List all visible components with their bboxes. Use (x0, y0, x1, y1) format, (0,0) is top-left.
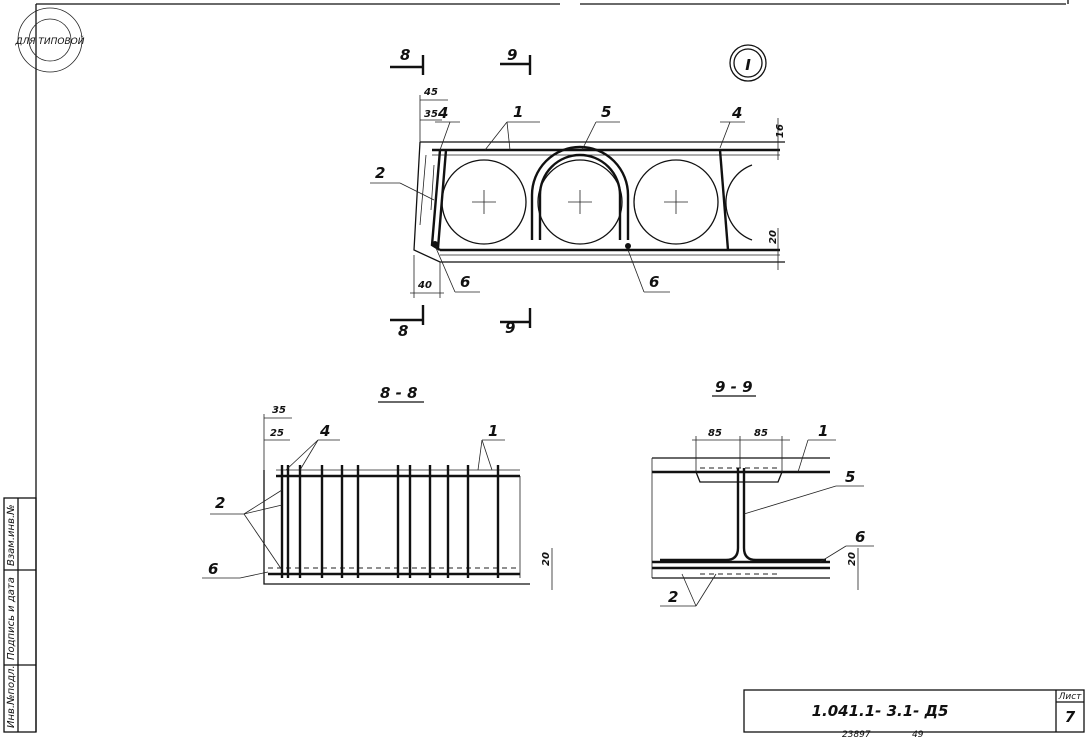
leader-6-sec9-text: 6 (855, 528, 865, 546)
view-marker-text: I (745, 56, 751, 74)
side-strip: Взам.инв.№ Подпись и дата Инв.№подл. (3, 497, 37, 733)
leader-2-plan: 2 (370, 164, 435, 201)
approval-stamp: ДЛЯ ТИПОВОЙ (15, 7, 85, 73)
side-inv-sub: Инв.№подл. (6, 665, 17, 728)
leader-4-left-text: 4 (437, 104, 448, 122)
leader-1-text: 1 (513, 103, 523, 121)
sec9-loop-5 (660, 468, 826, 562)
dim-40-text: 40 (417, 280, 432, 291)
section-9-9: 9 - 9 85 85 20 1 (651, 378, 874, 607)
leader-6-sec8-text: 6 (208, 560, 218, 578)
marker-8-bottom-label: 8 (398, 322, 408, 340)
dim-20-sec8-text: 20 (541, 552, 552, 566)
title-block: 1.041.1- 3.1- Д5 Лист 7 23897 49 (743, 689, 1085, 740)
leader-1-sec8: 1 (477, 422, 505, 471)
leader-2-plan-text: 2 (375, 164, 385, 182)
void-2 (537, 159, 623, 245)
void-4-partial (725, 164, 753, 241)
section-marker-9-bottom: 9 (500, 308, 532, 337)
leader-4-left: 4 (435, 104, 460, 151)
section-8-stirrups (280, 465, 521, 578)
dim-45: 45 (419, 87, 448, 142)
slab-outline (413, 141, 785, 263)
leader-6-sec8: 6 (202, 560, 269, 579)
leader-5-text: 5 (601, 103, 611, 121)
section-9-9-title: 9 - 9 (715, 378, 753, 396)
dim-35-sec8-text: 35 (272, 405, 286, 416)
dim-20-plan-text: 20 (768, 230, 779, 244)
section-marker-8-top: 8 (390, 46, 425, 75)
end-hatch (419, 154, 435, 226)
end-frame-2 (430, 149, 442, 252)
lifting-loop-5 (530, 145, 630, 240)
void-3 (633, 159, 719, 245)
section-8-8: 8 - 8 35 25 (202, 384, 553, 590)
section-marker-8-bottom: 8 (390, 305, 425, 340)
view-marker: I (729, 44, 767, 82)
footer-code: 23897 (842, 730, 871, 738)
marker-9-bottom-label: 9 (505, 319, 515, 337)
leader-1-sec8-text: 1 (488, 422, 498, 440)
leader-5-sec9-text: 5 (845, 468, 855, 486)
leader-2-sec8-text: 2 (215, 494, 225, 512)
leader-5: 5 (581, 103, 620, 151)
dim-20-plan: 20 (768, 228, 779, 270)
dim-20-sec8: 20 (541, 548, 553, 590)
leader-1-sec9: 1 (797, 422, 836, 473)
marker-9-top-label: 9 (507, 46, 517, 64)
leader-6-right: 6 (627, 249, 670, 293)
doc-code: 1.041.1- 3.1- Д5 (812, 702, 949, 720)
leader-6-left-text: 6 (460, 273, 470, 291)
dim-45-text: 45 (423, 87, 438, 98)
leader-2-sec9-text: 2 (668, 588, 678, 606)
section-8-outline (263, 470, 530, 585)
leader-6-sec9: 6 (819, 528, 874, 563)
side-sign-date: Подпись и дата (6, 577, 17, 660)
dim-40: 40 (410, 255, 444, 298)
sheet-number: 7 (1065, 708, 1076, 726)
footer-num: 49 (912, 730, 924, 738)
section-8-8-title: 8 - 8 (380, 384, 418, 402)
leader-6-right-text: 6 (649, 273, 659, 291)
leader-4-sec8: 4 (285, 422, 340, 471)
void-1 (441, 159, 527, 245)
dim-35: 35 (420, 109, 442, 121)
leader-6-left: 6 (435, 247, 480, 293)
leader-2-sec8: 2 (210, 489, 283, 571)
dim-85-sec9: 85 85 (692, 428, 790, 472)
marker-8-top-label: 8 (400, 46, 410, 64)
dim-20-sec9-text: 20 (847, 552, 858, 566)
dim-16: 16 (775, 118, 786, 160)
leader-4-right: 4 (719, 104, 745, 149)
bar-6-dot (625, 243, 631, 249)
bar-6-left-dot (432, 241, 438, 247)
dim-85b-text: 85 (754, 428, 768, 439)
leader-1-sec9-text: 1 (818, 422, 828, 440)
dim-16-text: 16 (775, 124, 786, 138)
sheet-label: Лист (1058, 692, 1083, 702)
dim-35-sec8: 35 (263, 405, 292, 470)
stamp-text: ДЛЯ ТИПОВОЙ (15, 35, 85, 47)
dim-25-sec8: 25 (264, 428, 290, 441)
leader-4-right-text: 4 (731, 104, 742, 122)
leader-1: 1 (484, 103, 540, 151)
dim-20-sec9: 20 (847, 548, 859, 590)
dim-35-text: 35 (424, 109, 438, 120)
leader-2-sec9: 2 (660, 573, 717, 607)
section-marker-9-top: 9 (500, 46, 532, 75)
end-frame-4-right (718, 149, 730, 251)
side-vzam-inv: Взам.инв.№ (6, 504, 17, 566)
plan-view: 8 9 8 9 (370, 46, 786, 340)
dim-85a-text: 85 (708, 428, 722, 439)
dim-25-sec8-text: 25 (270, 428, 284, 439)
leader-4-sec8-text: 4 (319, 422, 330, 440)
sheet-frame (35, 0, 1069, 732)
leader-5-sec9: 5 (743, 468, 864, 515)
